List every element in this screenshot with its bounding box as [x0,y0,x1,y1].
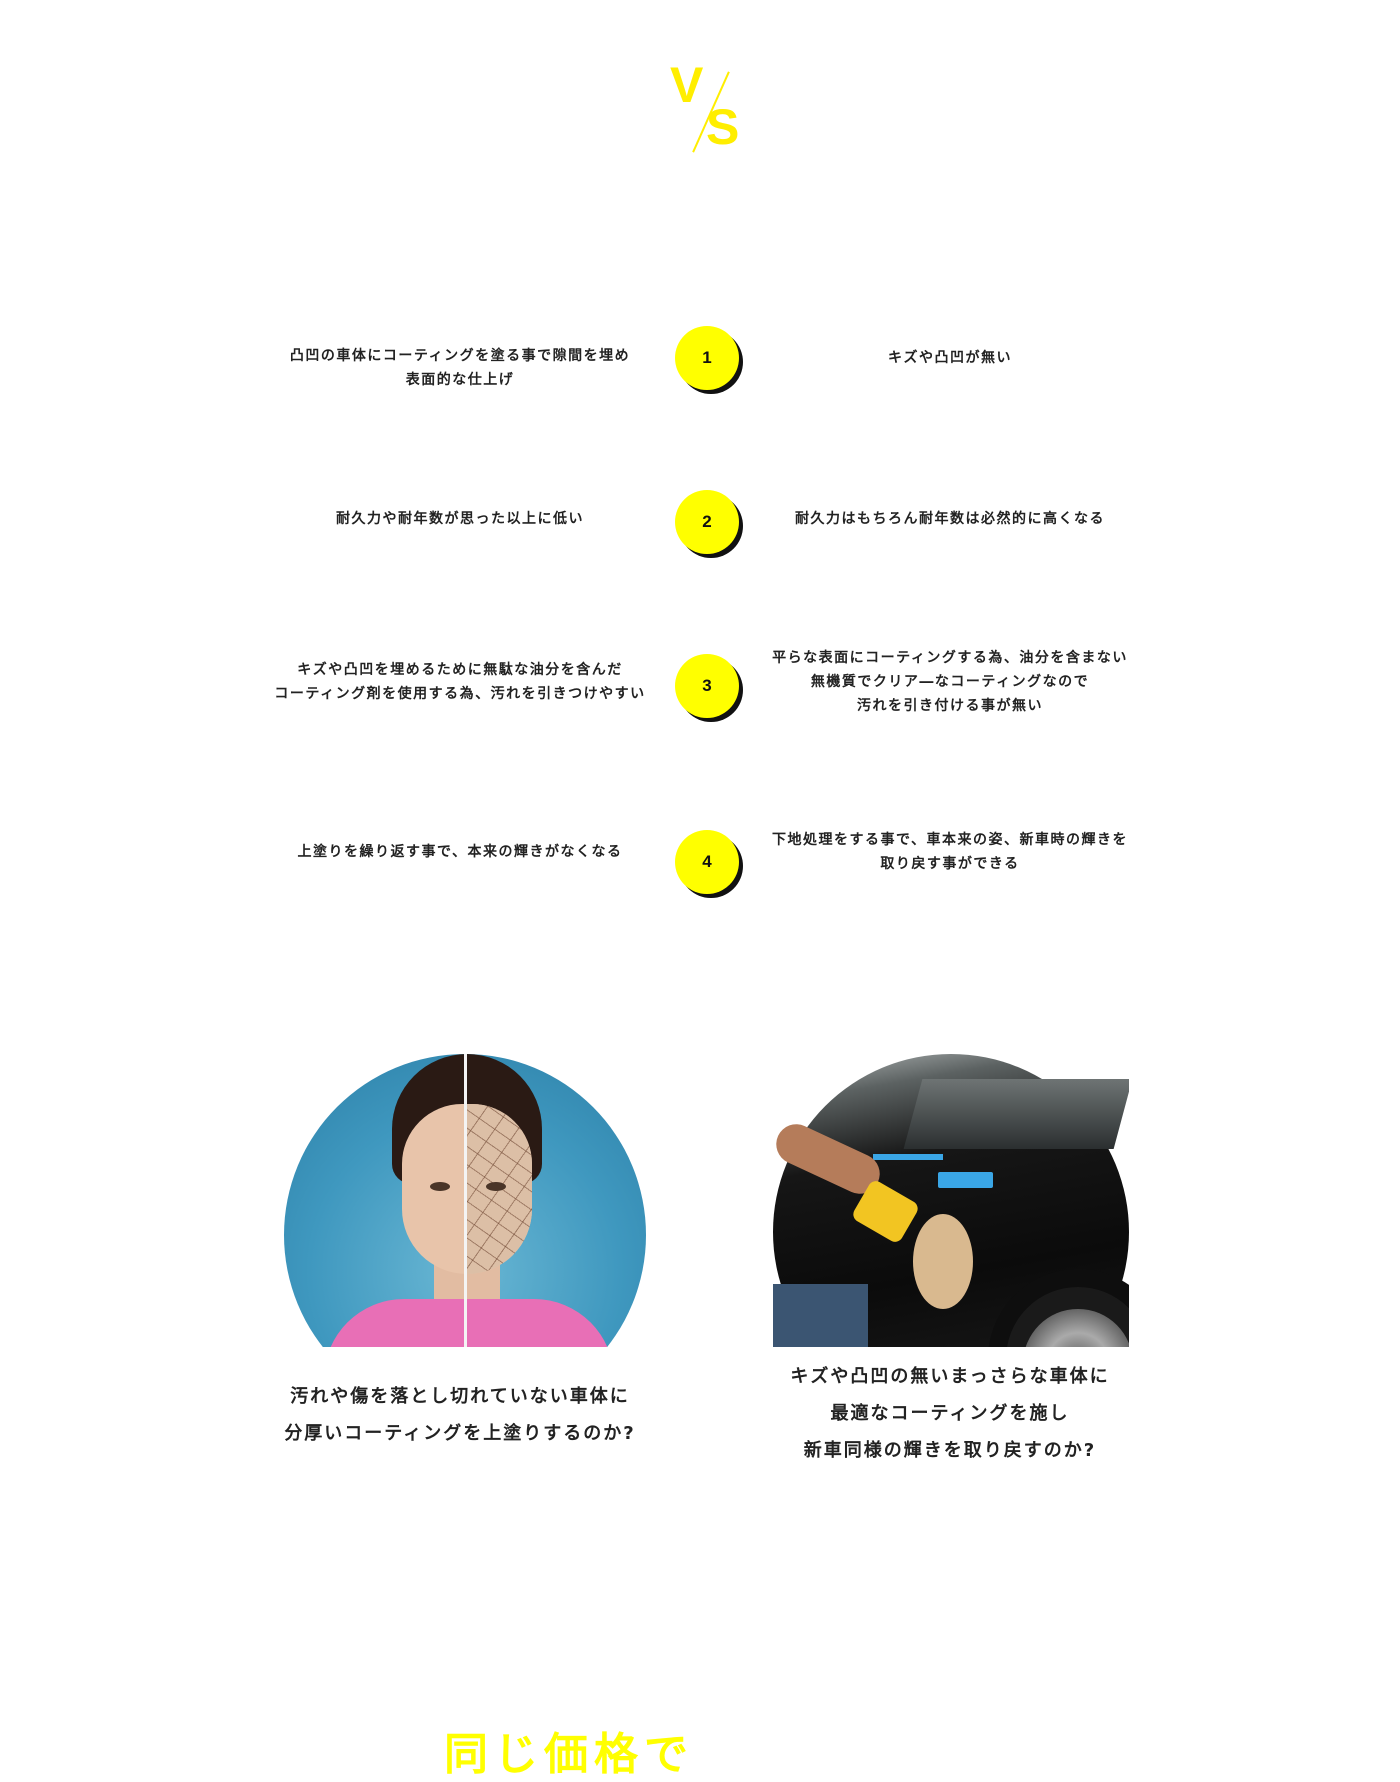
left-point-2: 耐久力や耐年数が思った以上に低い [270,507,650,531]
text-line: 凸凹の車体にコーティングを塗る事で隙間を埋め [289,348,631,364]
number-badge-4: 4 [675,830,739,894]
text-line: 上塗りを繰り返す事で、本来の輝きがなくなる [297,844,623,860]
masking-tape [938,1172,993,1188]
vs-logo-s: S [706,99,740,155]
right-point-2: 耐久力はもちろん耐年数は必然的に高くなる [760,507,1140,531]
eye-right [486,1182,506,1191]
right-point-1: キズや凸凹が無い [760,346,1140,370]
text-line: キズや凸凹を埋めるために無駄な油分を含んだ [297,662,623,678]
left-point-4: 上塗りを繰り返す事で、本来の輝きがなくなる [270,840,650,864]
image-divider-line [464,1054,467,1347]
car-polishing-image [773,1054,1129,1347]
same-price-heading: 同じ価格で [444,1729,694,1780]
car-window [903,1079,1129,1149]
caption-line: 汚れや傷を落とし切れていない車体に [290,1386,630,1407]
number-badge-2: 2 [675,490,739,554]
caption-line: キズや凸凹の無いまっさらな車体に [790,1366,1110,1387]
right-point-3: 平らな表面にコーティングする為、油分を含まない 無機質でクリア―なコーティングな… [760,646,1140,718]
number-badge-1: 1 [675,326,739,390]
text-line: 無機質でクリア―なコーティングなので [810,674,1090,690]
number-badge-3: 3 [675,654,739,718]
text-line: 耐久力はもちろん耐年数は必然的に高くなる [795,511,1105,527]
caption-line: 分厚いコーティングを上塗りするのか? [284,1423,636,1444]
left-point-3: キズや凸凹を埋めるために無駄な油分を含んだ コーティング剤を使用する為、汚れを引… [270,658,650,706]
text-line: 汚れを引き付ける事が無い [857,698,1043,714]
text-line: コーティング剤を使用する為、汚れを引きつけやすい [274,686,646,702]
text-line: 下地処理をする事で、車本来の姿、新車時の輝きを [772,832,1128,848]
vs-logo-v: V [670,57,704,113]
caption-line: 新車同様の輝きを取り戻すのか? [803,1440,1097,1461]
caption-line: 最適なコーティングを施し [830,1403,1070,1424]
right-point-4: 下地処理をする事で、車本来の姿、新車時の輝きを 取り戻す事ができる [760,828,1140,876]
vs-logo: V S [668,60,748,155]
left-point-1: 凸凹の車体にコーティングを塗る事で隙間を埋め 表面的な仕上げ [270,344,650,392]
text-line: 耐久力や耐年数が思った以上に低い [336,511,584,527]
right-caption: キズや凸凹の無いまっさらな車体に 最適なコーティングを施し 新車同様の輝きを取り… [750,1358,1150,1469]
face-comparison-image [284,1054,646,1347]
text-line: 平らな表面にコーティングする為、油分を含まない [772,650,1128,666]
masking-tape [873,1154,943,1160]
buffing-pad [913,1214,973,1309]
text-line: 取り戻す事ができる [880,856,1020,872]
cracked-face-half [467,1104,532,1274]
left-caption: 汚れや傷を落とし切れていない車体に 分厚いコーティングを上塗りするのか? [260,1378,660,1452]
worker-jeans [773,1284,868,1347]
text-line: キズや凸凹が無い [888,350,1012,366]
eye-left [430,1182,450,1191]
text-line: 表面的な仕上げ [405,372,515,388]
pink-shirt [324,1299,614,1347]
